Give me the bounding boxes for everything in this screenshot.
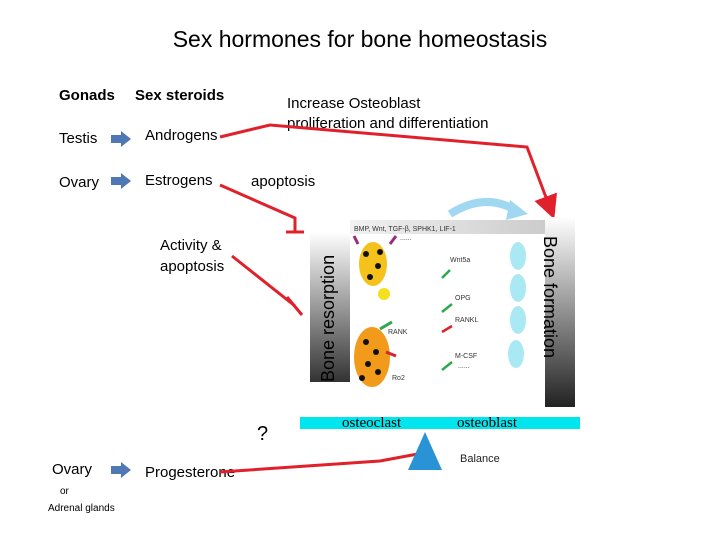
progesterone-label: Progesterone <box>145 464 236 481</box>
ro2-label: Ro2 <box>392 375 405 382</box>
osteoblast-cells <box>508 242 526 368</box>
factors-dots: ...... <box>458 363 470 370</box>
factor-opg: OPG <box>455 295 471 302</box>
top-factors-label: BMP, Wnt, TGF-β, SPHK1, LIF-1 <box>354 226 456 233</box>
proliferation-label: proliferation and differentiation <box>287 115 489 132</box>
balance-label: Balance <box>460 453 500 465</box>
ovary-label: Ovary <box>59 174 100 191</box>
bone-formation-column <box>545 217 575 407</box>
curved-arrow-icon <box>447 197 518 218</box>
bone-formation-label: Bone formation <box>540 236 560 358</box>
activity-apoptosis-label: apoptosis <box>160 258 225 275</box>
factor-wnt5a: Wnt5a <box>450 257 470 264</box>
bone-resorption-column <box>310 232 350 382</box>
adrenal-glands-label: Adrenal glands <box>48 503 115 514</box>
header-sex-steroids: Sex steroids <box>135 87 225 104</box>
page-title: Sex hormones for bone homeostasis <box>172 26 548 52</box>
right-arrow-icon <box>111 462 131 478</box>
balance-bar <box>300 417 580 429</box>
increase-osteoblast-label: Increase Osteoblast <box>287 95 421 112</box>
precursor-cells <box>352 235 398 300</box>
estrogens-label: Estrogens <box>145 172 213 189</box>
factor-rankl: RANKL <box>455 317 478 324</box>
osteoblast-label: osteoblast <box>457 415 518 431</box>
progesterone-line <box>219 451 424 474</box>
activity-label: Activity & <box>160 237 222 254</box>
apoptosis-label: apoptosis <box>251 173 316 190</box>
ovary-progesterone-source: Ovary <box>52 461 93 478</box>
rank-label: RANK <box>388 329 408 336</box>
right-arrow-icon <box>111 131 131 147</box>
header-gonads: Gonads <box>59 87 115 104</box>
bone-resorption-label: Bone resorption <box>318 255 338 382</box>
bone-remodeling-figure: BMP, Wnt, TGF-β, SPHK1, LIF-1 ...... RAN… <box>300 197 580 470</box>
top-factors-dots: ...... <box>400 235 412 242</box>
osteoclast-label: osteoclast <box>342 415 402 431</box>
activity-inhibit-bar <box>285 296 304 316</box>
androgens-label: Androgens <box>145 127 218 144</box>
osteoclast-cell <box>354 320 397 387</box>
balance-triangle-icon <box>408 432 442 470</box>
androgens-to-osteoblast-line <box>219 123 557 220</box>
activity-inhibit-line <box>231 254 296 308</box>
testis-label: Testis <box>59 130 98 147</box>
estrogens-apoptosis-inhibit-line <box>219 183 297 232</box>
right-arrow-icon <box>111 173 131 189</box>
factor-mcsf: M-CSF <box>455 353 477 360</box>
or-label: or <box>60 486 69 497</box>
question-mark: ? <box>257 423 269 445</box>
